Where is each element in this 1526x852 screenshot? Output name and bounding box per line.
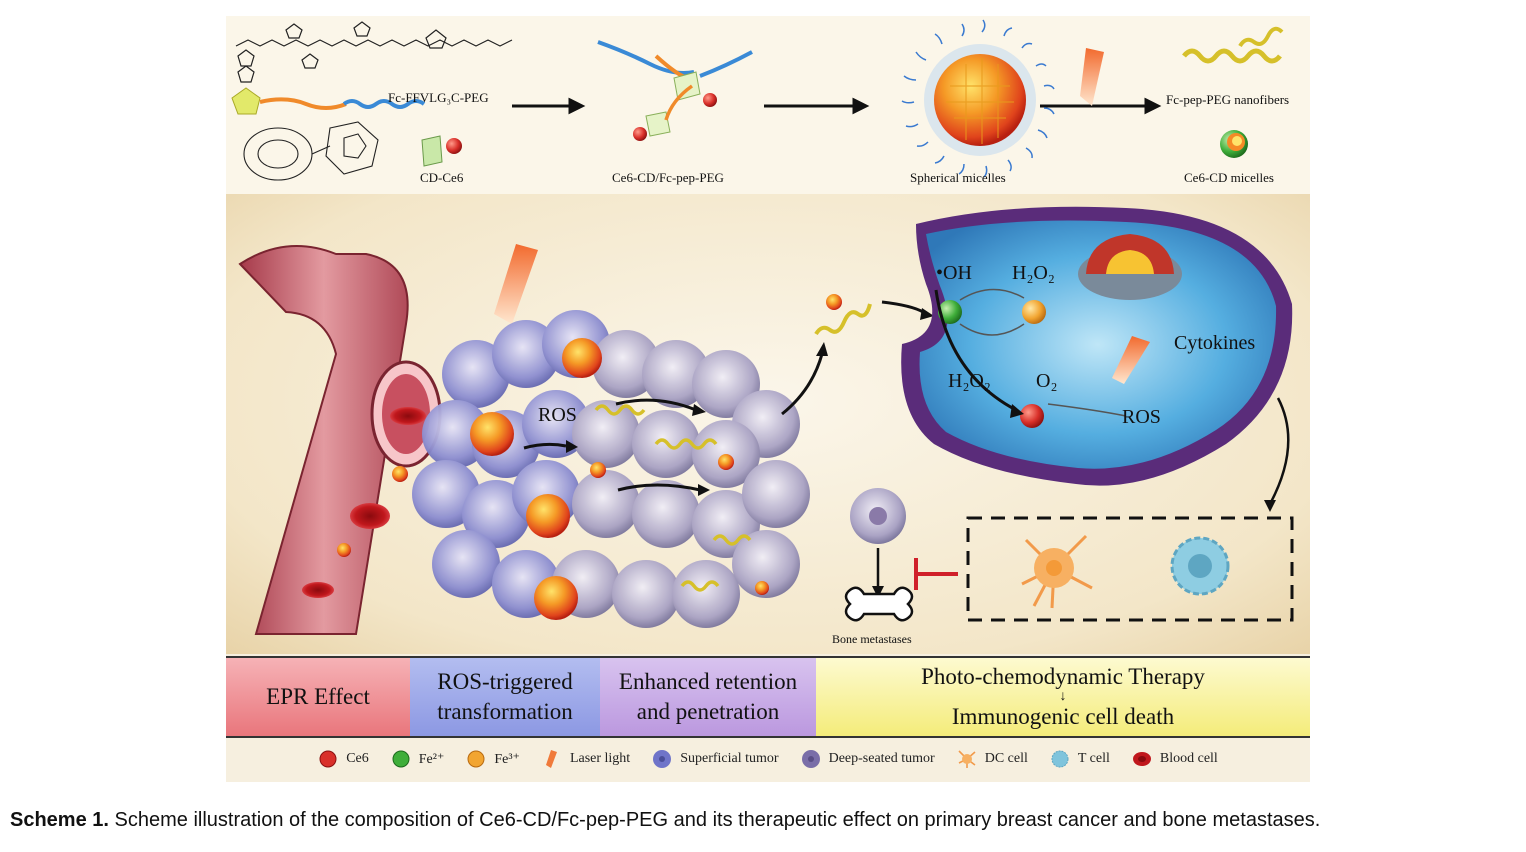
t-cell-icon — [1170, 536, 1230, 596]
t-cell-icon — [1051, 750, 1069, 768]
legend-label: Laser light — [569, 751, 631, 766]
legend-item-superficial-tumor: Superficial tumor — [652, 749, 779, 769]
o2-label: O₂ — [1036, 370, 1058, 392]
fe-cycle — [938, 288, 1046, 428]
stage-pcdt-arrow: ↓ — [1059, 689, 1067, 704]
stage-bar: EPR Effect ROS-triggered transformation … — [226, 656, 1310, 738]
stage-epr-label: EPR Effect — [266, 684, 370, 709]
cytokines-label: Cytokines — [1174, 332, 1256, 354]
bone-icon — [844, 586, 914, 622]
legend-item-fe3: Fe³⁺ — [466, 749, 520, 769]
stage-epr-effect: EPR Effect — [226, 658, 410, 736]
green-sphere-icon — [392, 750, 410, 768]
legend-label: T cell — [1077, 751, 1110, 766]
released-agents — [814, 294, 872, 336]
legend-label: Fe²⁺ — [418, 751, 445, 767]
nanofibers-label: Fc-pep-PEG nanofibers — [1166, 92, 1290, 107]
stage-ros-transformation: ROS-triggered transformation — [410, 658, 600, 736]
therapy-panel: ROS •OH H₂O₂ Cytokines H₂O₂ O₂ ROS Bone … — [226, 194, 1310, 654]
dc-cell-icon — [958, 750, 976, 768]
ros-cell-label: ROS — [1122, 406, 1161, 428]
dc-cell-icon — [1021, 534, 1093, 609]
legend-label: Superficial tumor — [680, 751, 779, 766]
legend: Ce6 Fe²⁺ Fe³⁺ Laser light Superficial tu… — [226, 736, 1310, 782]
blood-vessel — [238, 245, 442, 635]
scheme-figure: Fc-FFVLG₃C-PEG CD-Ce6 Ce6-CD/Fc-pep-PEG … — [226, 16, 1310, 782]
ce6-cd-micelle-icon — [1220, 130, 1248, 158]
composition-panel: Fc-FFVLG₃C-PEG CD-Ce6 Ce6-CD/Fc-pep-PEG … — [226, 16, 1310, 194]
laser-icon — [545, 750, 557, 768]
stage-photo-chemodynamic: Photo-chemodynamic Therapy ↓ Immunogenic… — [816, 658, 1310, 736]
stage-enh-line1: Enhanced retention — [618, 669, 798, 694]
legend-label: Deep-seated tumor — [828, 751, 935, 766]
legend-label: Blood cell — [1159, 751, 1218, 766]
therapy-drawing — [238, 206, 1294, 635]
figure-caption: Scheme 1. Scheme illustration of the com… — [10, 809, 1520, 832]
stage-enh-line2: and penetration — [636, 699, 780, 724]
spherical-micelle-icon — [901, 19, 1055, 178]
cell-laser-icon — [1112, 336, 1150, 384]
laser-light-icon — [1080, 48, 1104, 106]
caption-text: Scheme illustration of the composition o… — [114, 809, 1321, 831]
spherical-micelles-label: Spherical micelles — [910, 170, 1006, 185]
red-sphere-icon — [319, 750, 337, 768]
orange-sphere-icon — [467, 750, 485, 768]
legend-label: Fe³⁺ — [494, 751, 520, 767]
blood-cell-icon — [1132, 752, 1151, 766]
complex-label: Ce6-CD/Fc-pep-PEG — [612, 170, 724, 185]
stage-ros-line2: transformation — [437, 699, 573, 724]
stage-pcdt-line1: Photo-chemodynamic Therapy — [921, 664, 1205, 689]
legend-item-blood-cell: Blood cell — [1132, 749, 1218, 769]
ce6-micelles-label: Ce6-CD micelles — [1184, 170, 1274, 185]
legend-label: Ce6 — [346, 751, 369, 766]
immune-cells-box — [966, 516, 1294, 622]
fc-pep-peg-structure — [235, 21, 513, 83]
complex-cartoon — [597, 40, 753, 141]
h2o2-top-label: H₂O₂ — [1012, 262, 1055, 284]
cd-ce6-cartoon — [421, 135, 462, 167]
stage-pcdt-line2: Immunogenic cell death — [951, 704, 1175, 729]
legend-item-laser: Laser light — [542, 749, 630, 769]
tumor-cluster — [412, 310, 810, 628]
legend-item-fe2: Fe²⁺ — [391, 749, 445, 769]
caption-prefix: Scheme 1. — [10, 809, 109, 831]
cell-nucleus — [1078, 234, 1182, 300]
tumor-nanofibers — [594, 404, 752, 592]
ros-tumor-label: ROS — [538, 404, 577, 426]
stage-ros-line1: ROS-triggered — [437, 669, 573, 694]
laser-light-icon — [494, 244, 538, 324]
legend-label: DC cell — [984, 751, 1028, 766]
legend-item-deep-tumor: Deep-seated tumor — [801, 749, 935, 769]
legend-item-ce6: Ce6 — [318, 749, 369, 769]
bone-metastases-label: Bone metastases — [832, 632, 912, 646]
nanofiber-icon — [1182, 26, 1284, 64]
h2o2-bottom-label: H₂O₂ — [948, 370, 991, 392]
tumor-arrows — [523, 353, 824, 492]
cd-ce6-label: CD-Ce6 — [420, 170, 464, 185]
deep-tumor-icon — [801, 750, 820, 768]
cd-ce6-structure — [243, 121, 379, 181]
superficial-tumor-icon — [653, 750, 672, 768]
legend-item-t-cell: T cell — [1050, 749, 1110, 769]
hydroxyl-radical-label: •OH — [936, 262, 972, 284]
fc-pep-peg-label: Fc-FFVLG₃C-PEG — [388, 90, 489, 105]
tumor-micelles — [470, 338, 769, 620]
composition-drawing — [231, 19, 1284, 181]
legend-item-dc-cell: DC cell — [957, 749, 1028, 769]
metastatic-cell — [850, 488, 906, 544]
stage-enhanced-retention: Enhanced retention and penetration — [600, 658, 816, 736]
fc-pep-peg-cartoon — [231, 87, 426, 115]
